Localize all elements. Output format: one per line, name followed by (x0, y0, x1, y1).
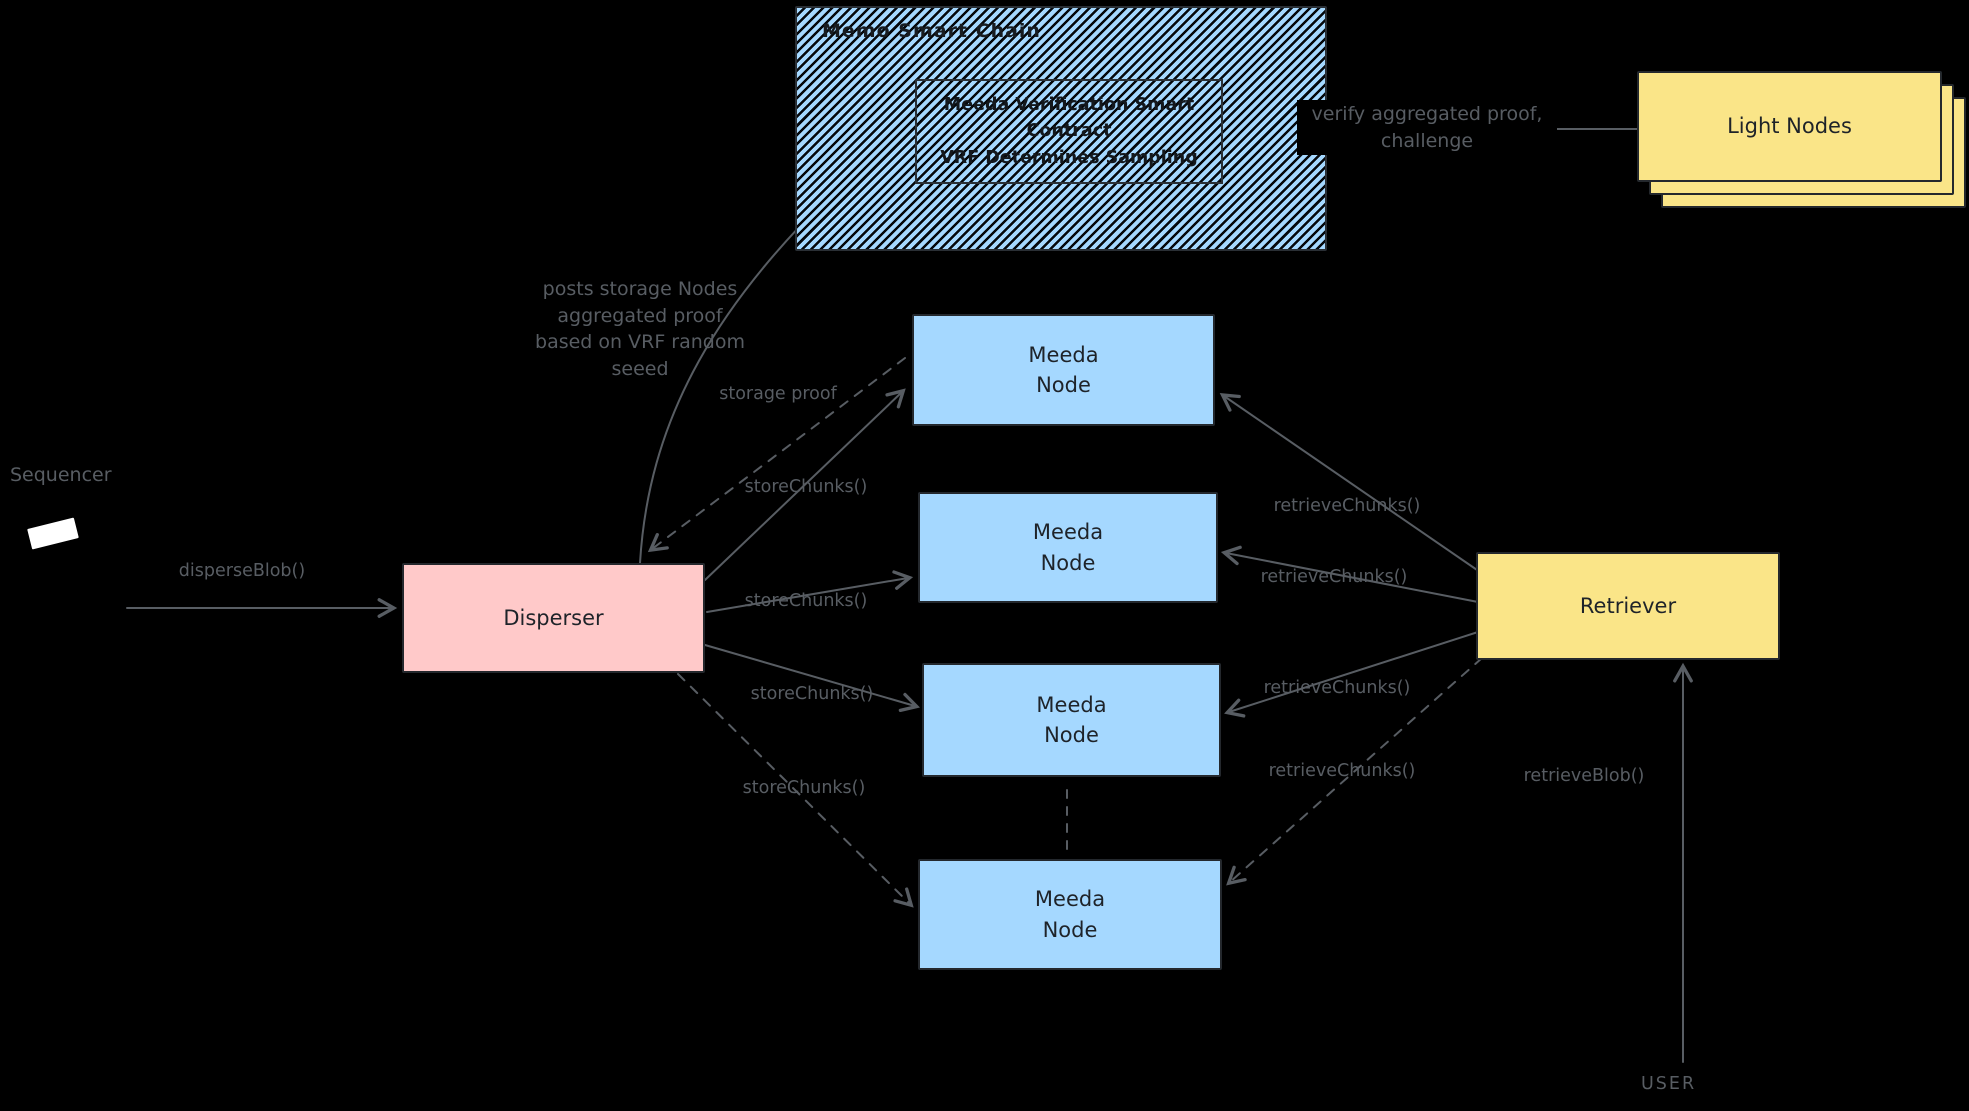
verification-contract-box: Meeda Verification Smart Contract VRF De… (915, 79, 1223, 184)
meeda-node-3: Meeda Node (922, 663, 1221, 777)
edge-label-posts-proof: posts storage Nodes aggregated proof bas… (523, 276, 757, 382)
meeda-node-4: Meeda Node (918, 859, 1222, 970)
disperser-box: Disperser (402, 563, 705, 673)
arrow-store-chunks-3 (704, 644, 920, 712)
posts-proof-line-3: based on VRF random (535, 331, 745, 354)
arrow-store-chunks-2 (706, 570, 914, 613)
retriever-label: Retriever (1579, 593, 1677, 618)
edge-label-retrieve-chunks-4: retrieveChunks() (1268, 761, 1416, 781)
meeda-node-4-label-line2: Node (1042, 917, 1098, 942)
verify-line-1: verify aggregated proof, (1311, 103, 1543, 125)
contract-line-1: Meeda Verification Smart (943, 95, 1195, 116)
edge-label-verify: verify aggregated proof, challenge (1297, 100, 1557, 156)
sequencer-label: Sequencer (10, 464, 112, 486)
contract-line-3: VRF Determines Sampling (940, 147, 1198, 168)
meeda-node-2: Meeda Node (918, 492, 1218, 603)
meeda-node-1: Meeda Node (912, 314, 1215, 426)
arrow-store-chunks-1 (704, 388, 906, 581)
posts-proof-line-2: aggregated proof (557, 304, 723, 327)
arrow-retrieve-chunks-1 (1219, 393, 1481, 573)
edge-label-storage-proof: storage proof (719, 384, 837, 404)
meeda-node-4-label-line1: Meeda (1034, 887, 1106, 912)
edge-label-store-chunks-2: storeChunks() (744, 591, 868, 611)
edge-label-disperse-blob: disperseBlob() (178, 561, 306, 581)
contract-line-2: Contract (1026, 121, 1112, 142)
light-nodes-box: Light Nodes (1637, 71, 1942, 182)
meeda-node-3-label-line2: Node (1044, 723, 1099, 747)
posts-proof-line-4: seeed (611, 357, 669, 380)
meeda-node-2-label-line2: Node (1040, 550, 1096, 575)
user-label: USER (1641, 1074, 1697, 1094)
disperser-label: Disperser (503, 605, 604, 630)
arrow-retrieve-chunks-2 (1220, 545, 1479, 603)
posts-proof-line-1: posts storage Nodes (542, 278, 738, 300)
retriever-box: Retriever (1476, 552, 1780, 660)
edge-label-store-chunks-1: storeChunks() (744, 477, 868, 497)
edge-label-retrieve-chunks-3: retrieveChunks() (1263, 678, 1411, 698)
edge-label-retrieve-chunks-2: retrieveChunks() (1260, 567, 1408, 587)
arrow-retrieve-chunks-3 (1224, 631, 1479, 718)
arrow-retrieve-chunks-4 (1226, 657, 1483, 886)
edge-label-store-chunks-3: storeChunks() (750, 684, 874, 704)
meeda-node-1-label-line2: Node (1036, 373, 1091, 397)
meeda-node-3-label-line1: Meeda (1036, 692, 1107, 717)
meeda-node-2-label-line1: Meeda (1032, 520, 1104, 545)
meeda-node-1-label-line1: Meeda (1028, 342, 1099, 367)
verify-line-2: challenge (1380, 129, 1474, 152)
memo-smart-chain-box (795, 6, 1327, 251)
edge-label-retrieve-blob: retrieveBlob() (1523, 766, 1645, 786)
arrow-store-chunks-4 (677, 673, 914, 908)
memo-smart-chain-title: Memo Smart Chain (822, 20, 1041, 42)
light-nodes-label: Light Nodes (1727, 114, 1852, 139)
edge-label-store-chunks-4: storeChunks() (742, 778, 866, 798)
edge-label-retrieve-chunks-1: retrieveChunks() (1273, 496, 1421, 516)
